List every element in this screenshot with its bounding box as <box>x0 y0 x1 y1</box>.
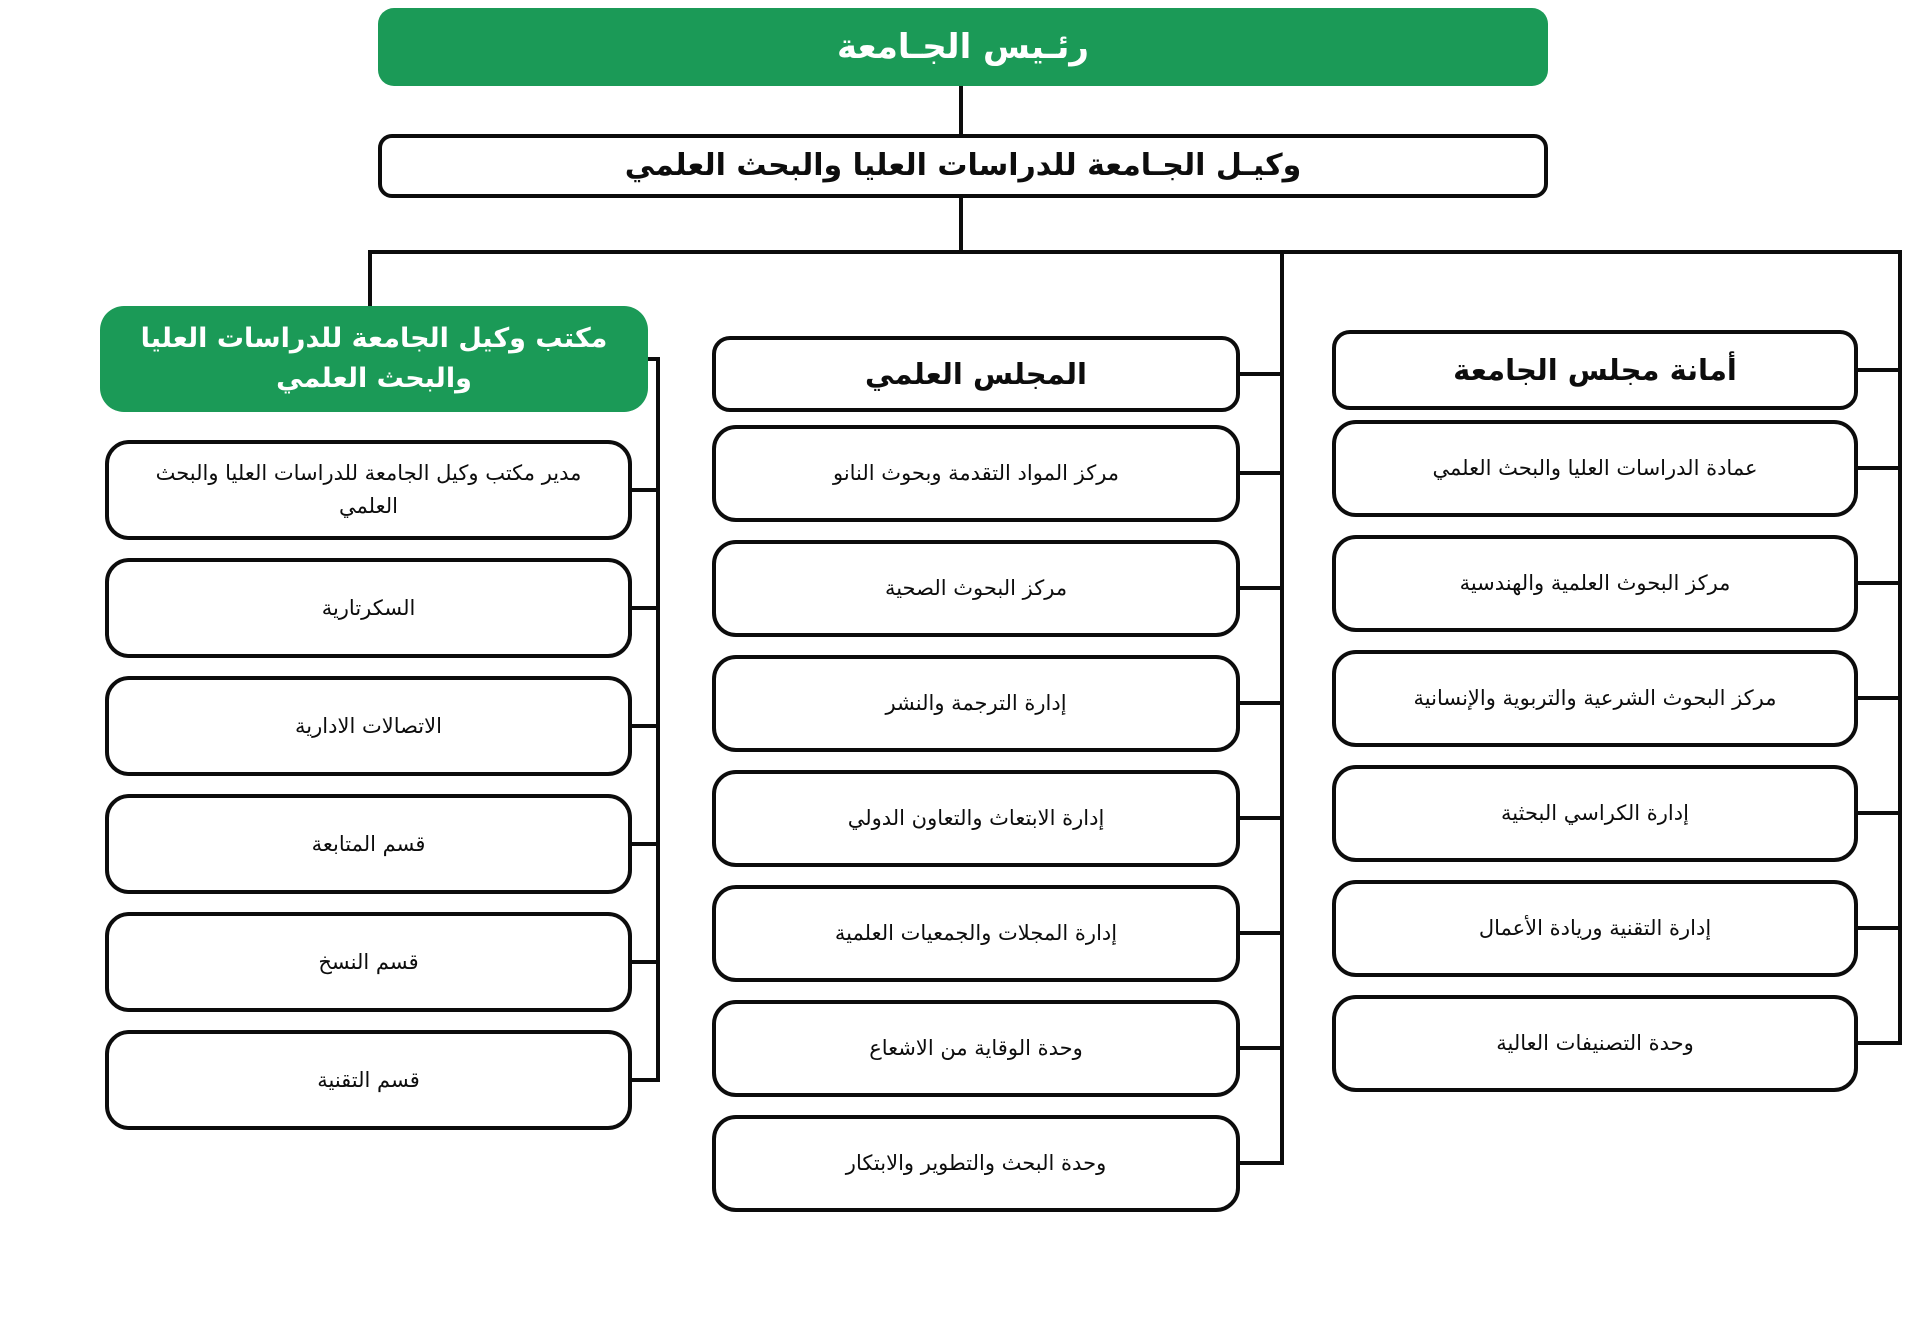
node-scientific-engineering-research-center: مركز البحوث العلمية والهندسية <box>1332 535 1858 632</box>
connector-mid-stub-6 <box>1238 1046 1284 1050</box>
connector-left-stub-3 <box>632 724 660 728</box>
node-translation-publishing-department: إدارة الترجمة والنشر <box>712 655 1240 752</box>
connector-vice-to-rail <box>959 198 963 254</box>
connector-left-stub-2 <box>632 606 660 610</box>
connector-right-spine <box>1898 250 1902 1045</box>
connector-right-stub-5 <box>1856 926 1902 930</box>
node-research-development-innovation-unit: وحدة البحث والتطوير والابتكار <box>712 1115 1240 1212</box>
node-secretariat: السكرتارية <box>105 558 632 658</box>
node-radiation-protection-unit: وحدة الوقاية من الاشعاع <box>712 1000 1240 1097</box>
node-deanship-graduate-studies-research: عمادة الدراسات العليا والبحث العلمي <box>1332 420 1858 517</box>
connector-mid-header-stub <box>1238 372 1284 376</box>
node-university-council-secretariat-header: أمانة مجلس الجامعة <box>1332 330 1858 410</box>
node-high-rankings-unit: وحدة التصنيفات العالية <box>1332 995 1858 1092</box>
node-sharia-educational-humanities-research-center: مركز البحوث الشرعية والتربوية والإنسانية <box>1332 650 1858 747</box>
connector-right-stub-2 <box>1856 581 1902 585</box>
connector-right-header-stub <box>1856 368 1902 372</box>
node-scientific-council-header: المجلس العلمي <box>712 336 1240 412</box>
connector-left-stub-1 <box>632 488 660 492</box>
node-technology-entrepreneurship-department: إدارة التقنية وريادة الأعمال <box>1332 880 1858 977</box>
connector-root-to-vice <box>959 86 963 136</box>
node-university-president: رئـيس الجـامعة <box>378 8 1548 86</box>
node-follow-up-department: قسم المتابعة <box>105 794 632 894</box>
connector-left-stub-4 <box>632 842 660 846</box>
node-research-chairs-department: إدارة الكراسي البحثية <box>1332 765 1858 862</box>
connector-right-stub-4 <box>1856 811 1902 815</box>
connector-mid-stub-7 <box>1238 1161 1284 1165</box>
connector-mid-stub-2 <box>1238 586 1284 590</box>
connector-mid-stub-1 <box>1238 471 1284 475</box>
connector-right-stub-6 <box>1856 1041 1902 1045</box>
node-administrative-communications: الاتصالات الادارية <box>105 676 632 776</box>
node-office-manager: مدير مكتب وكيل الجامعة للدراسات العليا و… <box>105 440 632 540</box>
node-vice-president-graduate-studies: وكيـل الجـامعة للدراسات العليا والبحث ال… <box>378 134 1548 198</box>
connector-mid-spine <box>1280 250 1284 1165</box>
node-copying-department: قسم النسخ <box>105 912 632 1012</box>
connector-right-stub-3 <box>1856 696 1902 700</box>
node-advanced-materials-nano-research-center: مركز المواد التقدمة وبحوث النانو <box>712 425 1240 522</box>
connector-left-spine <box>656 357 660 1082</box>
connector-drop-left <box>368 250 372 310</box>
connector-mid-stub-4 <box>1238 816 1284 820</box>
node-journals-scientific-societies-department: إدارة المجلات والجمعيات العلمية <box>712 885 1240 982</box>
connector-mid-stub-3 <box>1238 701 1284 705</box>
node-scholarship-international-cooperation-department: إدارة الابتعاث والتعاون الدولي <box>712 770 1240 867</box>
node-technology-department: قسم التقنية <box>105 1030 632 1130</box>
node-health-research-center: مركز البحوث الصحية <box>712 540 1240 637</box>
connector-mid-stub-5 <box>1238 931 1284 935</box>
connector-left-stub-5 <box>632 960 660 964</box>
node-office-header: مكتب وكيل الجامعة للدراسات العليا والبحث… <box>100 306 648 412</box>
connector-right-stub-1 <box>1856 466 1902 470</box>
connector-left-stub-6 <box>632 1078 660 1082</box>
connector-rail <box>368 250 1902 254</box>
